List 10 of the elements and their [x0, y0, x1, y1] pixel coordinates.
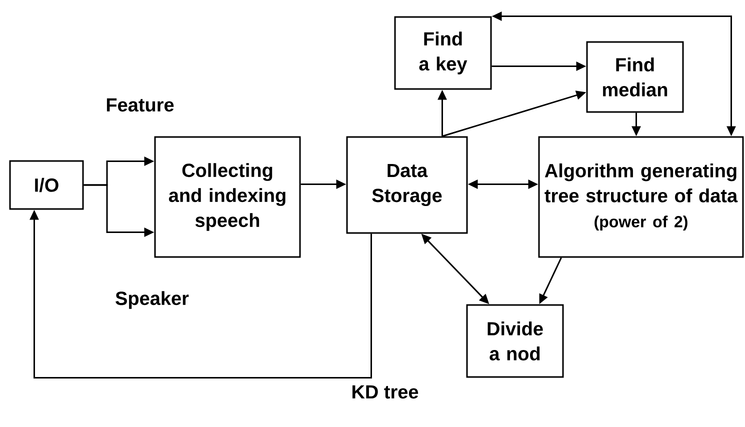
- process-box: Collecting and indexing speech: [154, 136, 301, 258]
- process-box: Algorithm generating tree structure of data (power of 2): [538, 136, 744, 258]
- storage-box: Data Storage: [346, 136, 468, 234]
- label-text: KD tree: [352, 385, 418, 399]
- io-box: I/O: [9, 160, 84, 210]
- label-text: Feature: [106, 98, 174, 112]
- process-box: Find median: [586, 41, 684, 113]
- process-box: Divide a nod: [466, 304, 564, 378]
- process-box: Find a key: [394, 16, 492, 90]
- label-text: Speaker: [116, 291, 189, 309]
